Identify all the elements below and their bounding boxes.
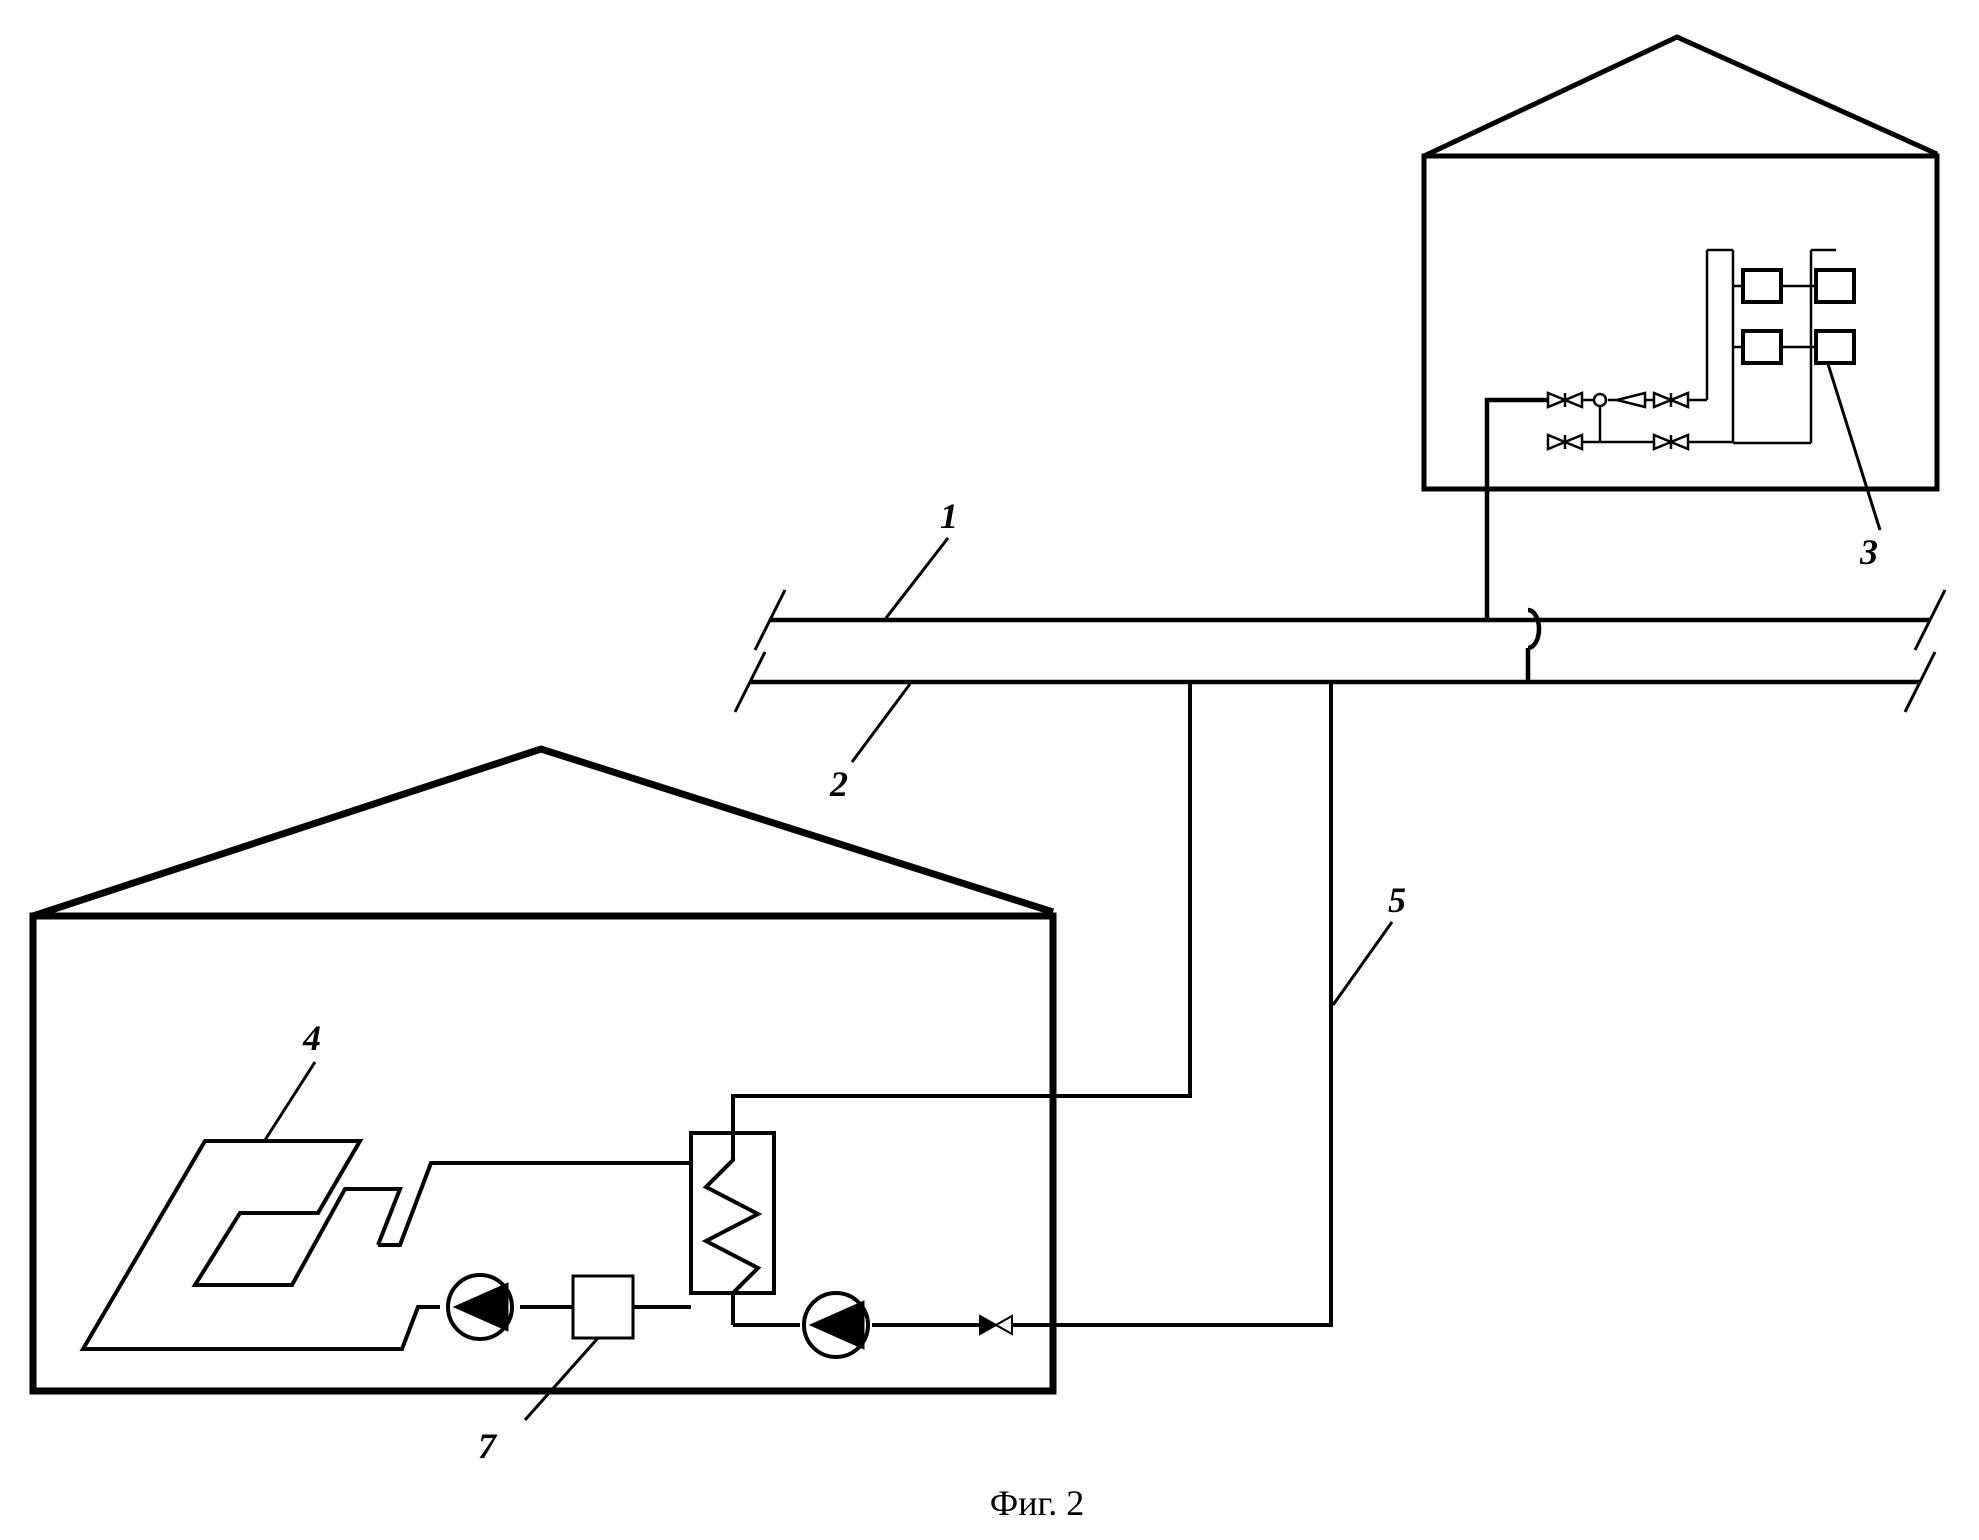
coil-supply-pipe — [378, 1163, 691, 1245]
leader-2 — [852, 684, 910, 762]
upper-house-connections — [1487, 400, 1733, 682]
label-supply-main: 1 — [940, 496, 958, 536]
heating-devices-group — [1707, 250, 1854, 443]
valves-upper — [1548, 393, 1688, 449]
valve-supply-2 — [1654, 393, 1688, 407]
label-return-line: 5 — [1388, 880, 1406, 920]
leader-3 — [1828, 364, 1880, 530]
upper-house-roof — [1424, 37, 1937, 156]
heat-exchanger-coil — [706, 1133, 758, 1325]
circulation-pump-secondary — [448, 1275, 512, 1339]
figure-caption: Фиг. 2 — [990, 1483, 1084, 1523]
label-filter: 7 — [478, 1426, 498, 1466]
label-heating-devices: 3 — [1859, 532, 1878, 572]
primary-supply-pipe — [733, 682, 1190, 1133]
valve-return-1 — [1548, 435, 1582, 449]
radiator-1 — [1743, 270, 1781, 302]
upper-house — [1424, 37, 1937, 489]
heat-exchanger — [691, 1133, 774, 1325]
leader-5 — [1333, 922, 1392, 1005]
lower-house — [33, 749, 1053, 1391]
circulation-pump-primary — [804, 1293, 868, 1357]
return-line-5 — [1042, 682, 1331, 1325]
label-return-main: 2 — [829, 764, 848, 804]
leader-7 — [525, 1338, 598, 1420]
pumps — [448, 1275, 868, 1357]
valve-supply-1 — [1548, 393, 1582, 407]
radiator-4 — [1816, 331, 1854, 363]
check-valve-supply — [1594, 393, 1645, 407]
supply-branch — [1487, 400, 1548, 620]
filter-7 — [573, 1276, 633, 1338]
valve-return-2 — [1654, 435, 1688, 449]
heating-mains — [735, 590, 1945, 712]
valve-primary-return — [980, 1316, 1042, 1334]
leader-4 — [265, 1062, 315, 1140]
label-floor-coil: 4 — [302, 1018, 321, 1058]
radiator-2 — [1816, 270, 1854, 302]
lower-house-connections — [733, 682, 1331, 1325]
leader-1 — [886, 538, 948, 618]
lower-house-wall — [33, 916, 1053, 1391]
leader-lines — [265, 364, 1880, 1420]
return-bypass-arc — [1528, 610, 1539, 648]
radiator-3 — [1743, 331, 1781, 363]
lower-house-roof — [33, 749, 1053, 916]
